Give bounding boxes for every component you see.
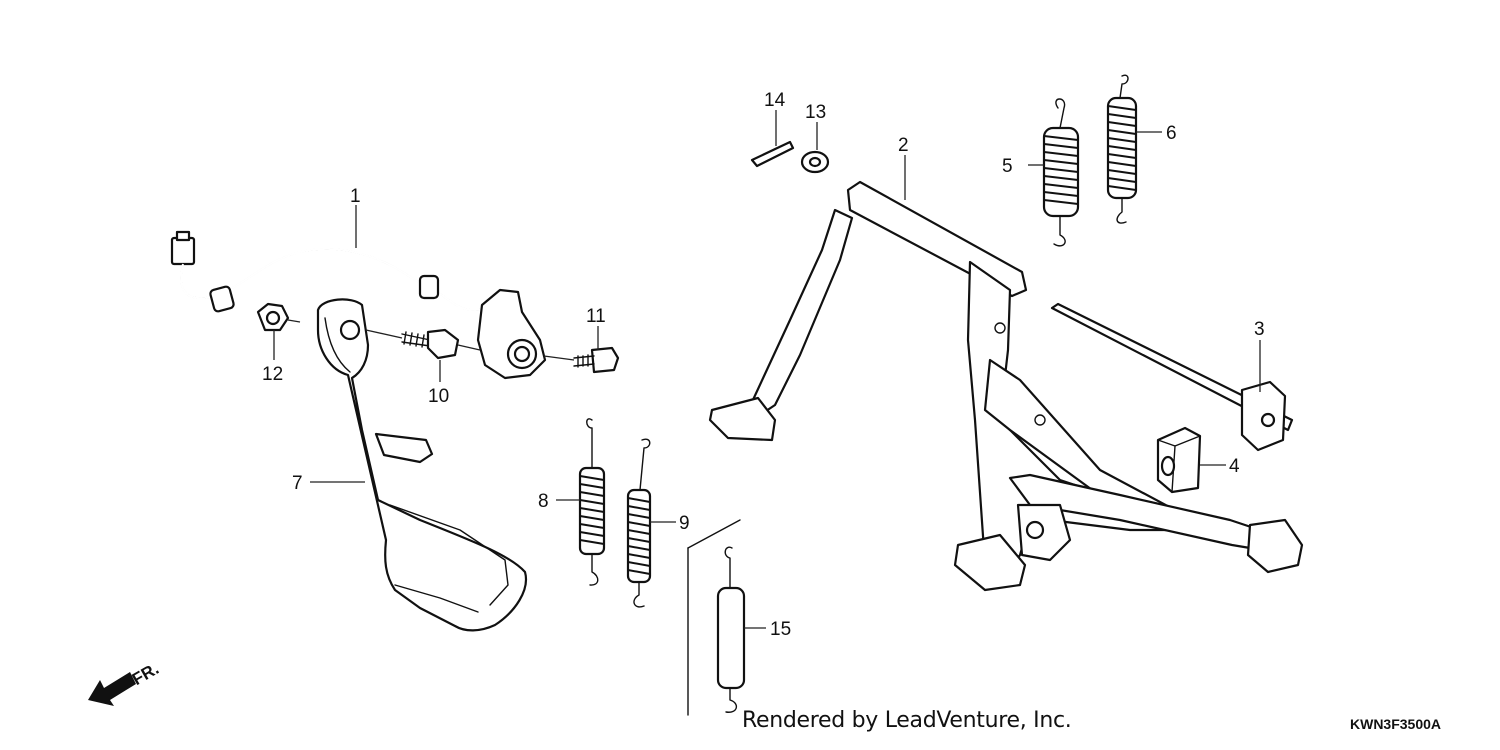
front-direction-arrow: FR. — [88, 659, 162, 706]
washer-part-13[interactable] — [800, 150, 830, 174]
spring-part-8[interactable] — [578, 418, 606, 586]
stopper-part-4[interactable] — [1156, 426, 1202, 494]
callout-7: 7 — [292, 473, 303, 494]
spring-part-15[interactable] — [687, 519, 746, 716]
diagram-code: KWN3F3500A — [1350, 716, 1442, 732]
callout-8: 8 — [538, 491, 549, 512]
callout-12: 12 — [262, 364, 283, 385]
callout-4: 4 — [1229, 456, 1240, 477]
side-stand-switch[interactable] — [170, 230, 547, 380]
callout-labels: 1 2 3 4 5 6 7 8 9 10 11 12 13 14 15 — [262, 90, 1265, 640]
callout-10: 10 — [428, 386, 449, 407]
callout-6: 6 — [1166, 123, 1177, 144]
bolt-part-11[interactable] — [573, 346, 620, 374]
main-stand[interactable] — [708, 180, 1304, 592]
spring-part-5[interactable] — [1042, 98, 1080, 247]
leader-lines — [273, 110, 1261, 629]
side-stand[interactable] — [316, 298, 528, 632]
render-credit: Rendered by LeadVenture, Inc. — [742, 708, 1072, 733]
callout-3: 3 — [1254, 319, 1265, 340]
stand-shaft-part-3[interactable] — [1050, 302, 1294, 452]
nut-part-12[interactable] — [256, 302, 290, 332]
callout-2: 2 — [898, 135, 909, 156]
callout-11: 11 — [586, 306, 606, 327]
spring-part-6[interactable] — [1106, 74, 1138, 224]
callout-5: 5 — [1002, 156, 1013, 177]
spring-part-9[interactable] — [626, 438, 652, 608]
pivot-bolt-part-10[interactable] — [401, 328, 460, 360]
callout-15: 15 — [770, 619, 791, 640]
callout-14: 14 — [764, 90, 786, 111]
callout-13: 13 — [805, 102, 826, 123]
callout-9: 9 — [679, 513, 690, 534]
cotter-pin-part-14[interactable] — [750, 140, 795, 168]
callout-1: 1 — [350, 186, 361, 207]
